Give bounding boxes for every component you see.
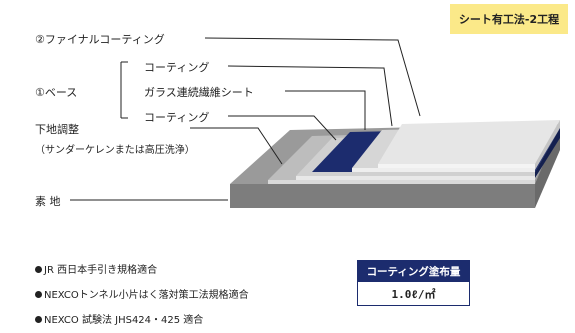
label-substrate-prep-note: （サンダーケレンまたは高圧洗浄） [35, 145, 195, 156]
label-substrate: 素 地 [35, 195, 61, 208]
coating-amount-value: 1.0ℓ/㎡ [391, 287, 436, 301]
bullet-dot-icon [35, 266, 42, 273]
label-coating-bottom: コーティング [144, 111, 210, 124]
compliance-list: JR 西日本手引き規格適合 NEXCOトンネル小片はく落対策工法規格適合 NEX… [35, 258, 249, 333]
compliance-item: NEXCOトンネル小片はく落対策工法規格適合 [35, 283, 249, 308]
coating-amount-header: コーティング塗布量 [358, 261, 469, 282]
leader-prep [190, 127, 283, 165]
leader-final [204, 37, 421, 117]
glass-sheet-side [535, 128, 560, 178]
coating-top-edge [352, 168, 535, 172]
coating-bottom-edge [296, 176, 535, 180]
label-glass-sheet: ガラス連続繊維シート [144, 86, 254, 99]
coating-amount-box: コーティング塗布量 1.0ℓ/㎡ [357, 260, 470, 306]
leader-glass [285, 90, 366, 130]
label-substrate-prep: 下地調整 [35, 123, 79, 136]
bullet-dot-icon [35, 291, 42, 298]
final-coating-layer [378, 120, 560, 164]
label-coating-top: コーティング [144, 61, 210, 74]
final-coating-side [535, 120, 560, 170]
bullet-dot-icon [35, 316, 42, 323]
leader-coating-top [227, 65, 393, 127]
method-tag: シート有工法-2工程 [450, 4, 568, 34]
label-base: ①ベース [35, 86, 78, 99]
label-final-coating: ②ファイナルコーティング [35, 33, 165, 46]
final-coating-edge [378, 164, 535, 168]
leader-coating-bottom [228, 115, 337, 141]
substrate-face [230, 184, 535, 208]
compliance-item: JR 西日本手引き規格適合 [35, 258, 249, 283]
compliance-item: NEXCO 試験法 JHS424・425 適合 [35, 308, 249, 333]
prep-layer-edge [268, 180, 535, 184]
